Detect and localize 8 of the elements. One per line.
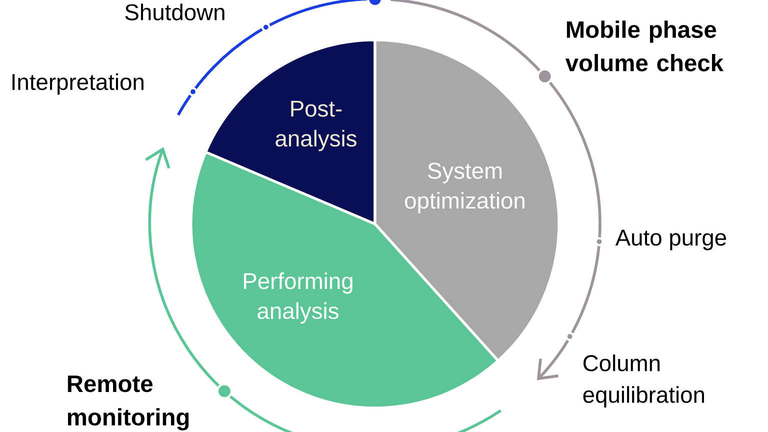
step-label: Auto purge (615, 230, 726, 250)
pie-sector: Post-analysis (204, 38, 376, 226)
step-label: Remote monitoring (68, 376, 189, 430)
step-label: Column equilibration (583, 354, 704, 408)
step-label: Mobile phase volume check (565, 20, 724, 72)
step-label: Shutdown (125, 4, 224, 20)
step-label: Interpretation (12, 73, 144, 95)
pie-sector: System optimization (374, 38, 560, 362)
